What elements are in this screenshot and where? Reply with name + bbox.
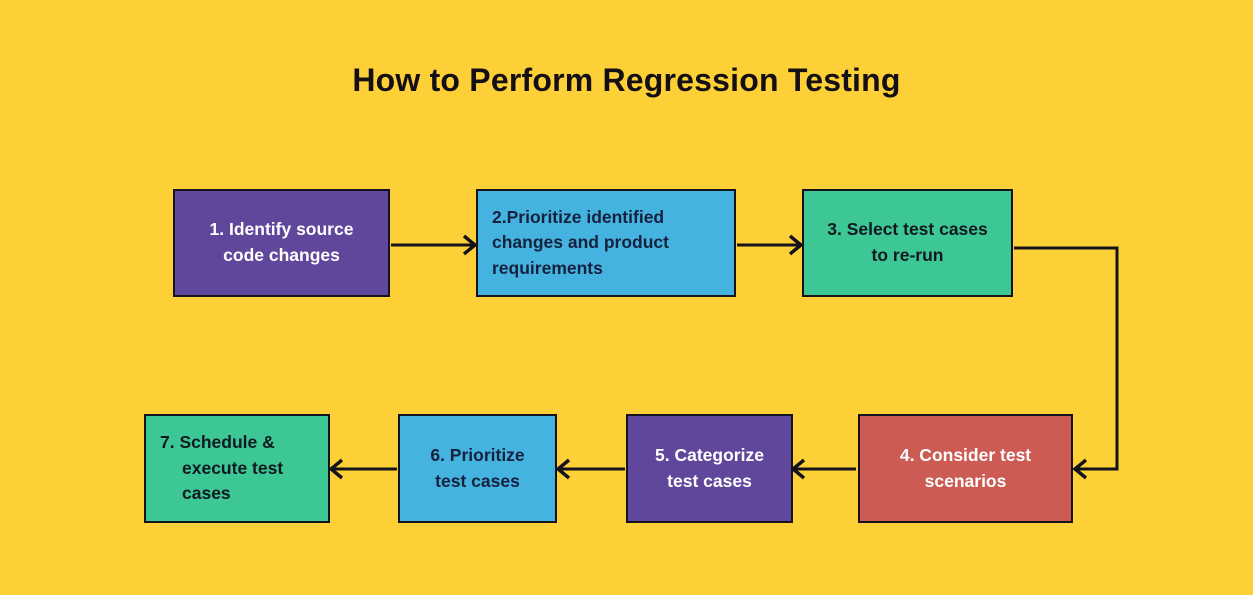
flow-step-2[interactable]: 2.Prioritize identified changes and prod… (476, 189, 736, 297)
connector-5-to-6 (555, 458, 625, 480)
flow-step-2-label: 2.Prioritize identified changes and prod… (492, 206, 669, 278)
connector-2-to-3 (737, 234, 804, 256)
flow-step-4[interactable]: 4. Consider test scenarios (858, 414, 1073, 523)
connector-1-to-2 (391, 234, 478, 256)
flow-step-5-label: 5. Categorize test cases (655, 444, 764, 491)
page-title: How to Perform Regression Testing (352, 62, 901, 98)
flow-step-3-label: 3. Select test cases to re-run (827, 219, 988, 265)
flow-step-5[interactable]: 5. Categorize test cases (626, 414, 793, 523)
flow-step-1[interactable]: 1. Identify source code changes (173, 189, 390, 297)
flow-step-4-label: 4. Consider test scenarios (899, 444, 1032, 491)
flow-step-3[interactable]: 3. Select test cases to re-run (802, 189, 1013, 297)
flow-step-7-label: 7. Schedule & execute test cases (160, 432, 284, 504)
flow-step-6[interactable]: 6. Prioritize test cases (398, 414, 557, 523)
flow-step-1-label: 1. Identify source code changes (209, 219, 354, 265)
flow-step-7[interactable]: 7. Schedule & execute test cases (144, 414, 330, 523)
connector-6-to-7 (328, 458, 397, 480)
flow-step-6-label: 6. Prioritize test cases (430, 444, 525, 491)
connector-4-to-5 (790, 458, 856, 480)
